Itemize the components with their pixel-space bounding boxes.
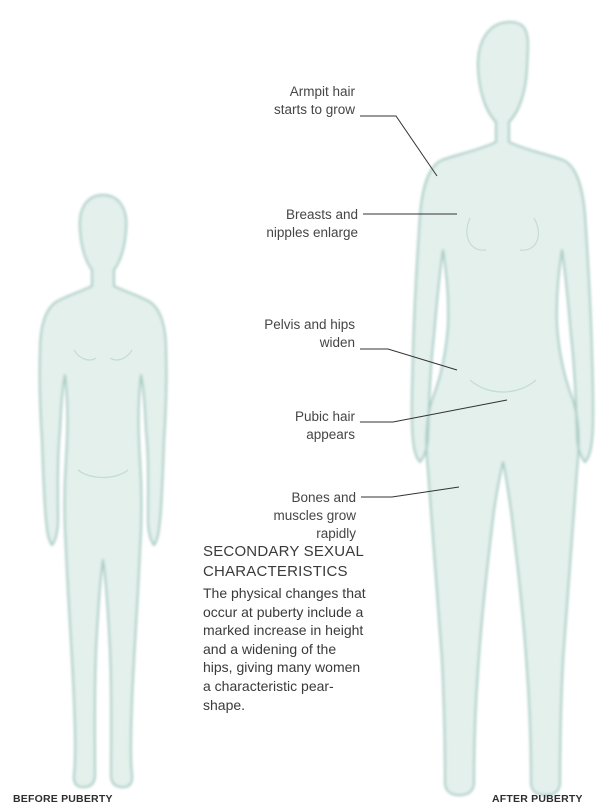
label-breasts: Breasts and nipples enlarge [215, 206, 358, 242]
caption-body: The physical changes that occur at puber… [203, 584, 368, 714]
caption-title: SECONDARY SEXUAL CHARACTERISTICS [203, 542, 364, 582]
label-pubic-hair: Pubic hair appears [215, 408, 355, 444]
stage-label-after: AFTER PUBERTY [492, 793, 583, 805]
label-pelvis-hips: Pelvis and hips widen [215, 316, 355, 352]
adult-figure [412, 22, 593, 795]
stage-label-before: BEFORE PUBERTY [13, 793, 113, 805]
leader-armpit [360, 116, 437, 176]
child-figure [40, 195, 167, 787]
label-armpit-hair: Armpit hair starts to grow [215, 83, 355, 119]
label-bones-muscles: Bones and muscles grow rapidly [215, 489, 356, 543]
